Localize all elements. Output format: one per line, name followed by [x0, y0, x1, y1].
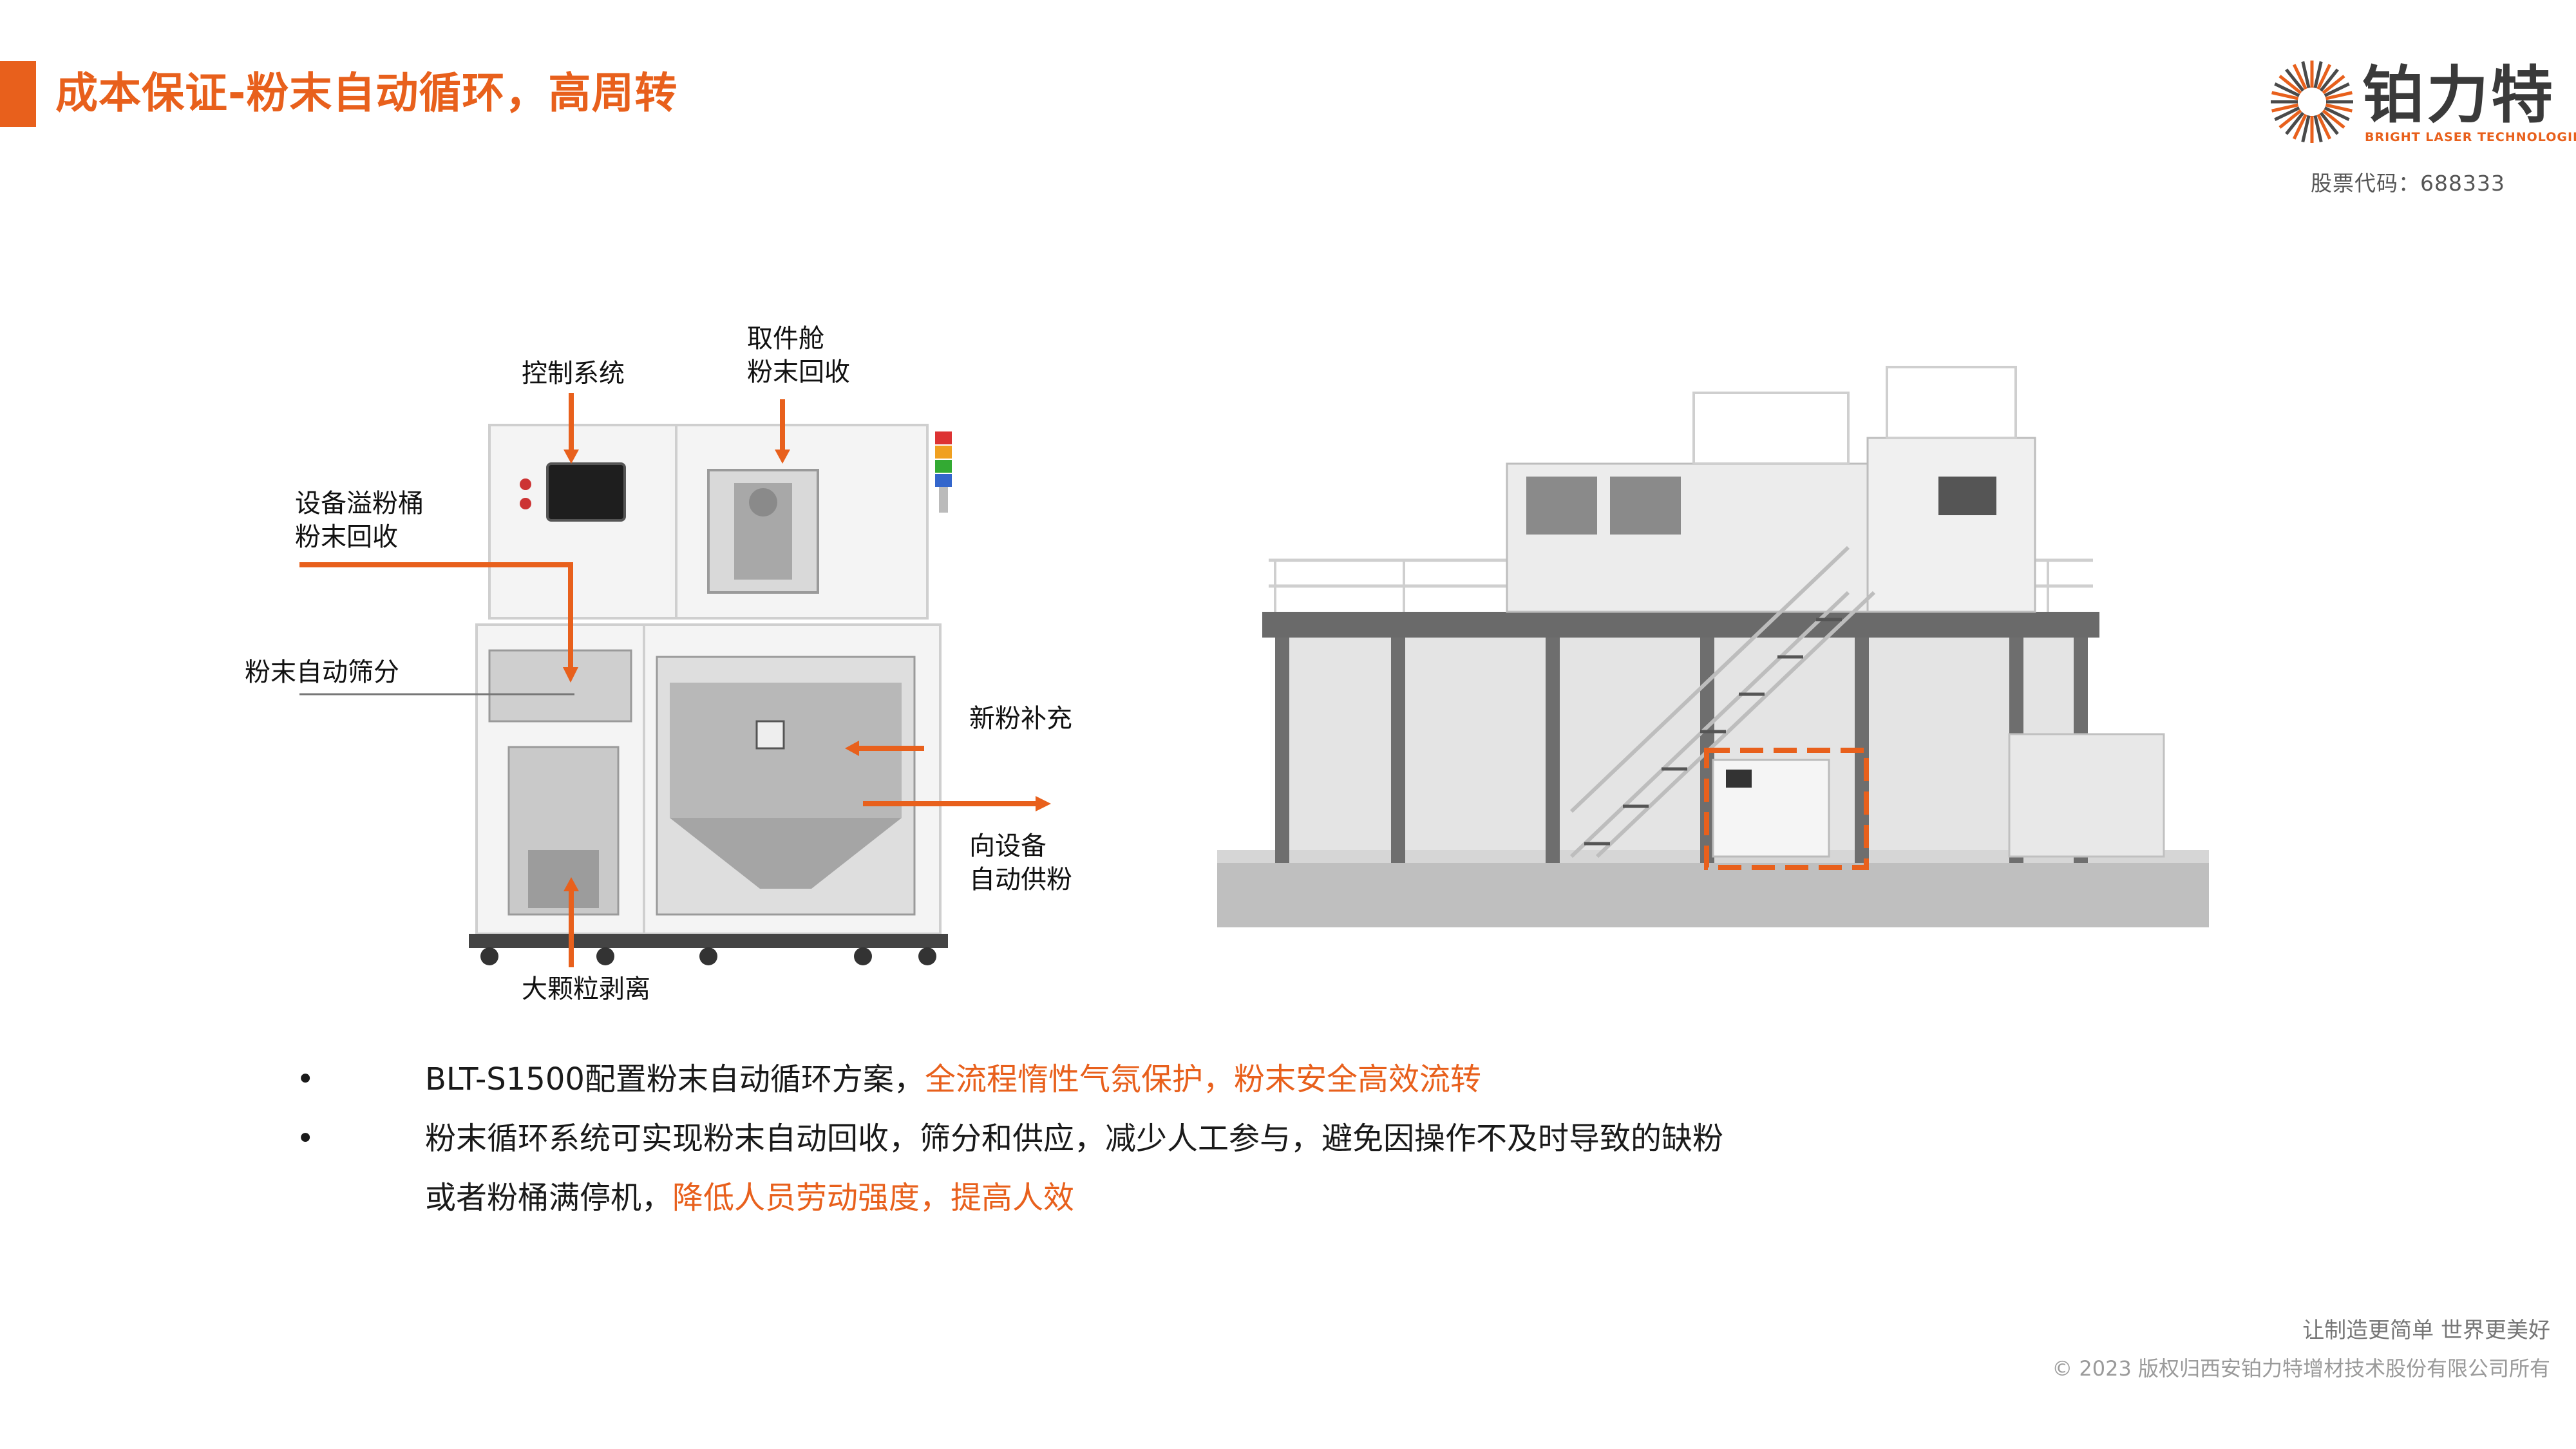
sunburst-ray [2322, 75, 2345, 95]
bullet-1-highlight: 全流程惰性气氛保护，粉末安全高效流转 [924, 1061, 1481, 1097]
sunburst-icon [2271, 61, 2353, 143]
sunburst-ray [2292, 113, 2307, 140]
powder-circulation-machine-figure: 控制系统 取件舱 粉末回收 设备溢粉桶 粉末回收 粉末自动筛分 新粉补充 向设备… [219, 309, 1121, 1030]
logo-name-cn: 铂力特 [2362, 59, 2555, 131]
sunburst-ray [2285, 68, 2305, 92]
bullet-1-text: BLT-S1500配置粉末自动循环方案， [425, 1061, 925, 1097]
blt-s1500-platform-figure [1211, 348, 2215, 934]
sunburst-ray [2301, 61, 2311, 89]
label-supply-line2: 自动供粉 [969, 865, 1072, 895]
sunburst-ray [2324, 106, 2350, 122]
bullet-item-2-continuation: 或者粉桶满停机，降低人员劳动强度，提高人效 [296, 1168, 1842, 1227]
footer-copyright: © 2023 版权归西安铂力特增材技术股份有限公司所有 [2052, 1356, 2550, 1381]
sunburst-ray [2274, 106, 2300, 122]
label-new-powder: 新粉补充 [969, 704, 1072, 734]
sunburst-ray [2271, 91, 2299, 100]
sunburst-ray [2278, 109, 2302, 129]
sunburst-ray [2325, 91, 2353, 100]
footer-slogan: 让制造更简单 世界更美好 [2302, 1318, 2550, 1343]
label-control-system: 控制系统 [522, 359, 625, 388]
bullet-dot: • [296, 1061, 315, 1097]
sunburst-ray [2316, 113, 2332, 140]
page-title: 成本保证-粉末自动循环，高周转 [55, 68, 678, 118]
sunburst-ray [2271, 103, 2299, 113]
label-supply-line1: 向设备 [969, 831, 1046, 861]
platform-illustration [1217, 366, 2209, 927]
sunburst-ray [2274, 82, 2300, 97]
sunburst-ray [2278, 75, 2302, 95]
bullet-2-text-line2: 或者粉桶满停机， [425, 1180, 673, 1216]
sunburst-ray [2301, 115, 2311, 142]
sunburst-ray [2322, 109, 2345, 129]
sunburst-ray [2324, 82, 2350, 97]
label-overflow-line1: 设备溢粉桶 [295, 489, 424, 518]
label-overflow-line2: 粉末回收 [295, 522, 398, 552]
logo-name-en: BRIGHT LASER TECHNOLOGIES [2365, 130, 2576, 144]
sunburst-ray [2319, 111, 2339, 135]
bullet-2-text: 粉末循环系统可实现粉末自动回收，筛分和供应，减少人工参与，避免因操作不及时导致的… [425, 1121, 1724, 1157]
bullet-item-2: • 粉末循环系统可实现粉末自动回收，筛分和供应，减少人工参与，避免因操作不及时导… [296, 1109, 1842, 1168]
sunburst-ray [2316, 64, 2332, 90]
title-accent-bar [0, 61, 36, 127]
stock-code: 股票代码：688333 [2311, 171, 2505, 196]
sunburst-ray [2285, 111, 2305, 135]
sunburst-ray [2313, 115, 2323, 142]
bullet-dot: • [296, 1121, 315, 1157]
sunburst-ray [2325, 103, 2353, 113]
bullet-2-highlight: 降低人员劳动强度，提高人效 [672, 1180, 1075, 1216]
sunburst-ray [2313, 61, 2323, 89]
sunburst-ray [2319, 68, 2339, 92]
label-chamber-line1: 取件舱 [747, 324, 824, 354]
company-logo: 铂力特 BRIGHT LASER TECHNOLOGIES [2267, 57, 2576, 153]
sunburst-ray [2292, 64, 2307, 90]
bullet-list: • BLT-S1500配置粉末自动循环方案，全流程惰性气氛保护，粉末安全高效流转… [296, 1050, 1842, 1227]
label-chamber-line2: 粉末回收 [747, 357, 850, 387]
bullet-item-1: • BLT-S1500配置粉末自动循环方案，全流程惰性气氛保护，粉末安全高效流转 [296, 1050, 1842, 1109]
label-auto-sieve: 粉末自动筛分 [245, 658, 399, 687]
label-large-particle: 大颗粒剥离 [522, 974, 650, 1004]
powder-machine-illustration [299, 393, 1051, 967]
